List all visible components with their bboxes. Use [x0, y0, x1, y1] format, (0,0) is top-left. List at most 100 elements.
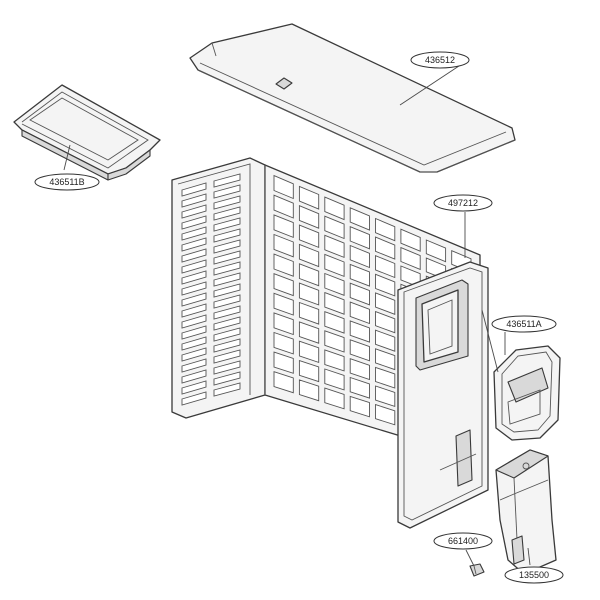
grille-cell — [298, 263, 320, 287]
grille-cell — [298, 359, 320, 383]
grille-cell — [349, 263, 370, 287]
grille-cell — [273, 273, 294, 297]
louver-slot — [213, 382, 241, 397]
grille-cell — [324, 215, 345, 240]
grille-cell — [273, 253, 294, 277]
grille-cell — [298, 205, 320, 229]
grille-cell — [324, 196, 345, 221]
louver-slot — [181, 193, 207, 208]
louver-slot — [213, 217, 241, 232]
grille-cell — [298, 301, 320, 325]
callout-screw-label: 661400 — [448, 536, 478, 546]
louver-slot — [213, 195, 241, 210]
louver-slot — [181, 303, 207, 318]
grille-cell — [349, 395, 370, 418]
grille-cell — [298, 185, 320, 210]
grille-cell — [298, 379, 320, 402]
louver-slot — [213, 250, 241, 265]
top-cover-part — [189, 23, 516, 173]
louver-slot — [181, 237, 207, 252]
callout-top-cover: 436512 — [410, 51, 470, 69]
louver-slot — [181, 336, 207, 351]
grille-cell — [349, 207, 370, 231]
grille-cell — [298, 321, 320, 344]
rear-louver-panel-part — [171, 157, 266, 419]
louver-slot — [181, 215, 207, 230]
louver-slot — [181, 259, 207, 274]
grille-cell — [298, 224, 320, 249]
grille-cell — [324, 330, 345, 353]
grille-cell — [375, 255, 396, 279]
louver-slot — [213, 283, 241, 298]
grille-cell — [375, 329, 396, 352]
grille-cell — [375, 236, 396, 260]
callout-top-cover-label: 436512 — [425, 55, 455, 65]
callout-valve-cover-label: 135500 — [519, 570, 549, 580]
louver-slot — [213, 206, 241, 221]
callout-side-cover-left: 436511B — [34, 173, 100, 191]
louver-slot — [181, 314, 207, 329]
louver-slot — [181, 182, 207, 197]
louver-slot — [181, 391, 207, 406]
louver-slot — [213, 239, 241, 254]
louver-slot — [181, 270, 207, 285]
louver-slot — [181, 347, 207, 362]
grille-cell — [349, 244, 370, 269]
callout-side-cover-left-label: 436511B — [49, 177, 84, 187]
louver-slot — [181, 358, 207, 373]
grille-cell — [400, 228, 421, 252]
louver-slot — [181, 369, 207, 384]
grille-cell — [324, 349, 345, 372]
grille-cell — [273, 351, 294, 374]
grille-cell — [273, 174, 294, 200]
callout-handle-grip: 436511A — [491, 315, 557, 333]
louver-slot — [213, 173, 241, 188]
louver-slot — [181, 226, 207, 241]
grille-cell — [273, 371, 294, 394]
grille-cell — [425, 239, 447, 263]
grille-cell — [375, 217, 396, 242]
grille-cell — [298, 340, 320, 364]
grille-cell — [375, 385, 396, 408]
louver-slot — [213, 360, 241, 375]
louver-slot — [181, 292, 207, 307]
louver-slot — [213, 316, 241, 331]
grille-cell — [273, 214, 294, 239]
louver-slot — [181, 204, 207, 219]
grille-cell — [324, 272, 345, 296]
louver-slot — [213, 261, 241, 276]
callout-handle-grip-label: 436511A — [506, 319, 541, 329]
grille-cell — [375, 273, 396, 297]
callout-side-panel-right: 497212 — [433, 194, 493, 212]
callout-side-panel-right-label: 497212 — [448, 198, 478, 208]
grille-cell — [375, 348, 396, 371]
grille-cell — [349, 339, 370, 362]
handle-grip-part — [493, 345, 561, 441]
grille-cell — [273, 312, 294, 336]
grille-cell — [375, 403, 396, 426]
grille-cell — [324, 368, 345, 391]
callout-valve-cover: 135500 — [504, 566, 564, 584]
grille-cell — [273, 233, 294, 258]
grille-cell — [349, 301, 370, 325]
front-right-side-panel-part — [397, 261, 489, 529]
louver-slot — [181, 281, 207, 296]
grille-cell — [298, 243, 320, 268]
grille-cell — [298, 282, 320, 306]
louver-slot — [213, 349, 241, 364]
grille-cell — [324, 234, 345, 259]
grille-cell — [349, 226, 370, 250]
leader-lines — [63, 61, 531, 567]
louver-slot — [181, 380, 207, 395]
screw-part — [469, 563, 485, 577]
valve-cover-part — [495, 449, 557, 575]
louver-slot — [213, 338, 241, 353]
grille-cell — [273, 194, 294, 219]
grille-cell — [349, 358, 370, 381]
louver-slot — [213, 371, 241, 386]
callout-screw: 661400 — [433, 532, 493, 550]
louver-slot — [213, 272, 241, 287]
grille-cell — [349, 320, 370, 343]
louver-slot — [213, 294, 241, 309]
